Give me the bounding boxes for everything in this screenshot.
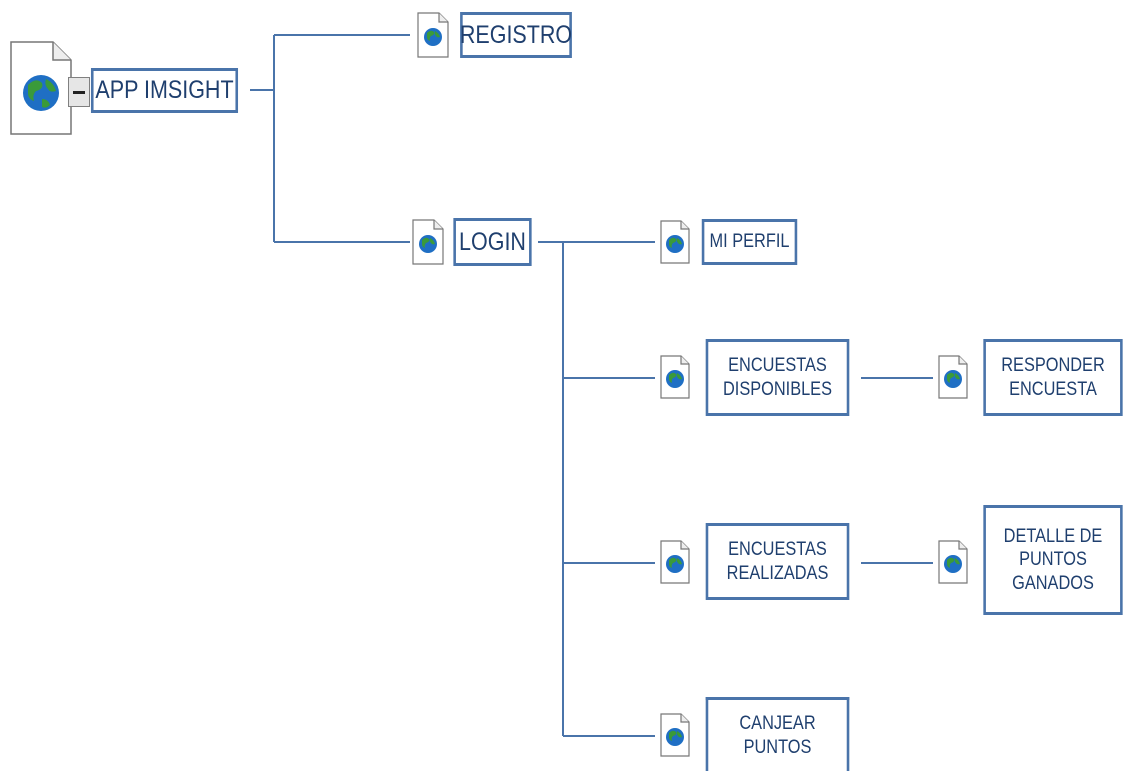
responder-encuesta-doc-icon [938,355,968,399]
minus-icon [73,90,85,94]
detalle-puntos-doc-icon [938,540,968,584]
login-doc-icon [412,219,444,265]
node-encuestas-realizadas[interactable]: ENCUESTAS REALIZADAS [705,523,850,600]
mi-perfil-doc-icon [660,220,690,264]
node-mi-perfil[interactable]: MI PERFIL [701,219,798,265]
node-registro[interactable]: REGISTRO [460,12,572,58]
node-login[interactable]: LOGIN [453,218,532,266]
encuestas-disponibles-doc-icon [660,355,690,399]
encuestas-realizadas-doc-icon [660,540,690,584]
root-doc-icon [10,41,72,135]
node-responder-encuesta[interactable]: RESPONDER ENCUESTA [983,339,1123,416]
canjear-puntos-doc-icon [660,713,690,757]
node-encuestas-disponibles[interactable]: ENCUESTAS DISPONIBLES [705,339,850,416]
node-detalle-de-puntos-ganados[interactable]: DETALLE DE PUNTOS GANADOS [983,505,1123,615]
root-node-app-imsight[interactable]: APP IMSIGHT [90,68,239,113]
registro-doc-icon [417,12,449,58]
collapse-toggle[interactable] [68,77,90,107]
node-canjear-puntos[interactable]: CANJEAR PUNTOS [705,697,850,771]
